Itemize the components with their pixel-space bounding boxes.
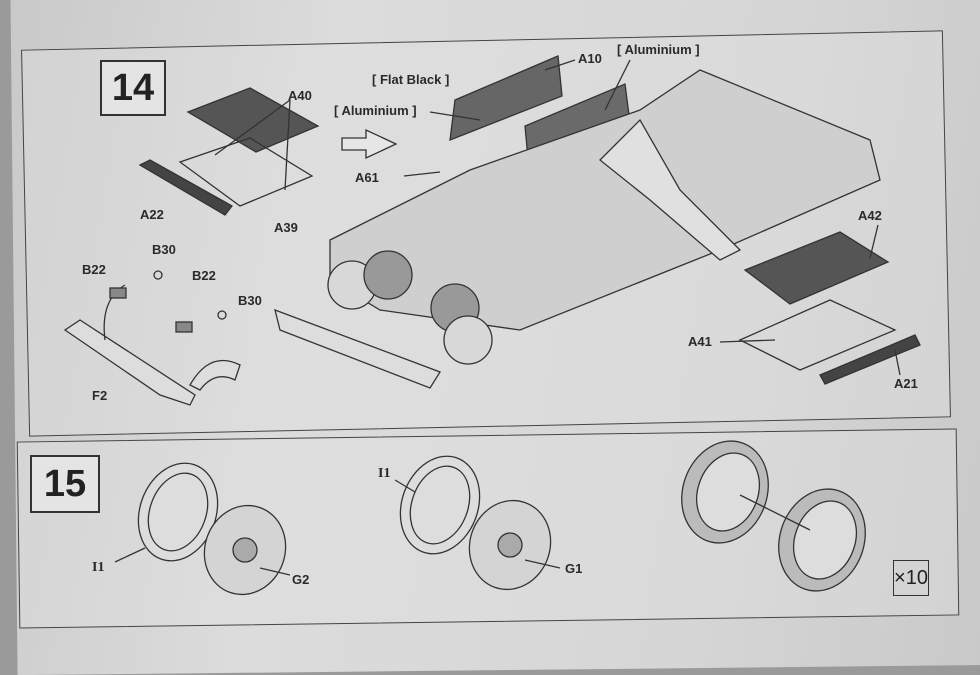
assembly-drawings <box>63 55 921 596</box>
label-a41: A41 <box>688 334 712 349</box>
grille-a42 <box>743 231 890 305</box>
label-i1-left: I1 <box>92 560 105 575</box>
label-g1: G1 <box>565 561 583 576</box>
fender-f2 <box>63 319 196 406</box>
label-b30-mid: B30 <box>238 293 262 308</box>
label-a40: A40 <box>288 88 312 103</box>
quantity-badge: ×10 <box>893 560 929 596</box>
label-b30-top: B30 <box>152 242 176 257</box>
direction-arrow <box>341 128 398 160</box>
label-a42: A42 <box>858 208 882 223</box>
label-aluminium-left: [ Aluminium ] <box>334 103 417 118</box>
label-a39: A39 <box>274 220 298 235</box>
label-a61: A61 <box>355 170 379 185</box>
label-a10: A10 <box>578 51 602 66</box>
part-a21 <box>819 334 921 385</box>
label-i1-mid: I1 <box>378 466 391 481</box>
step-15-number: 15 <box>30 455 100 513</box>
label-a22: A22 <box>140 207 164 222</box>
label-b22-mid: B22 <box>192 268 216 283</box>
step-14-number: 14 <box>100 60 166 116</box>
label-a21: A21 <box>894 376 918 391</box>
radiator-a10 <box>449 55 563 142</box>
label-aluminium-top: [ Aluminium ] <box>617 42 700 57</box>
label-g2: G2 <box>292 572 310 587</box>
tire-i1-mid <box>399 455 481 555</box>
label-b22-left: B22 <box>82 262 106 277</box>
grille-a40 <box>186 87 320 153</box>
part-a22 <box>138 159 233 216</box>
label-flat-black: [ Flat Black ] <box>372 72 450 87</box>
label-f2: F2 <box>92 388 108 403</box>
